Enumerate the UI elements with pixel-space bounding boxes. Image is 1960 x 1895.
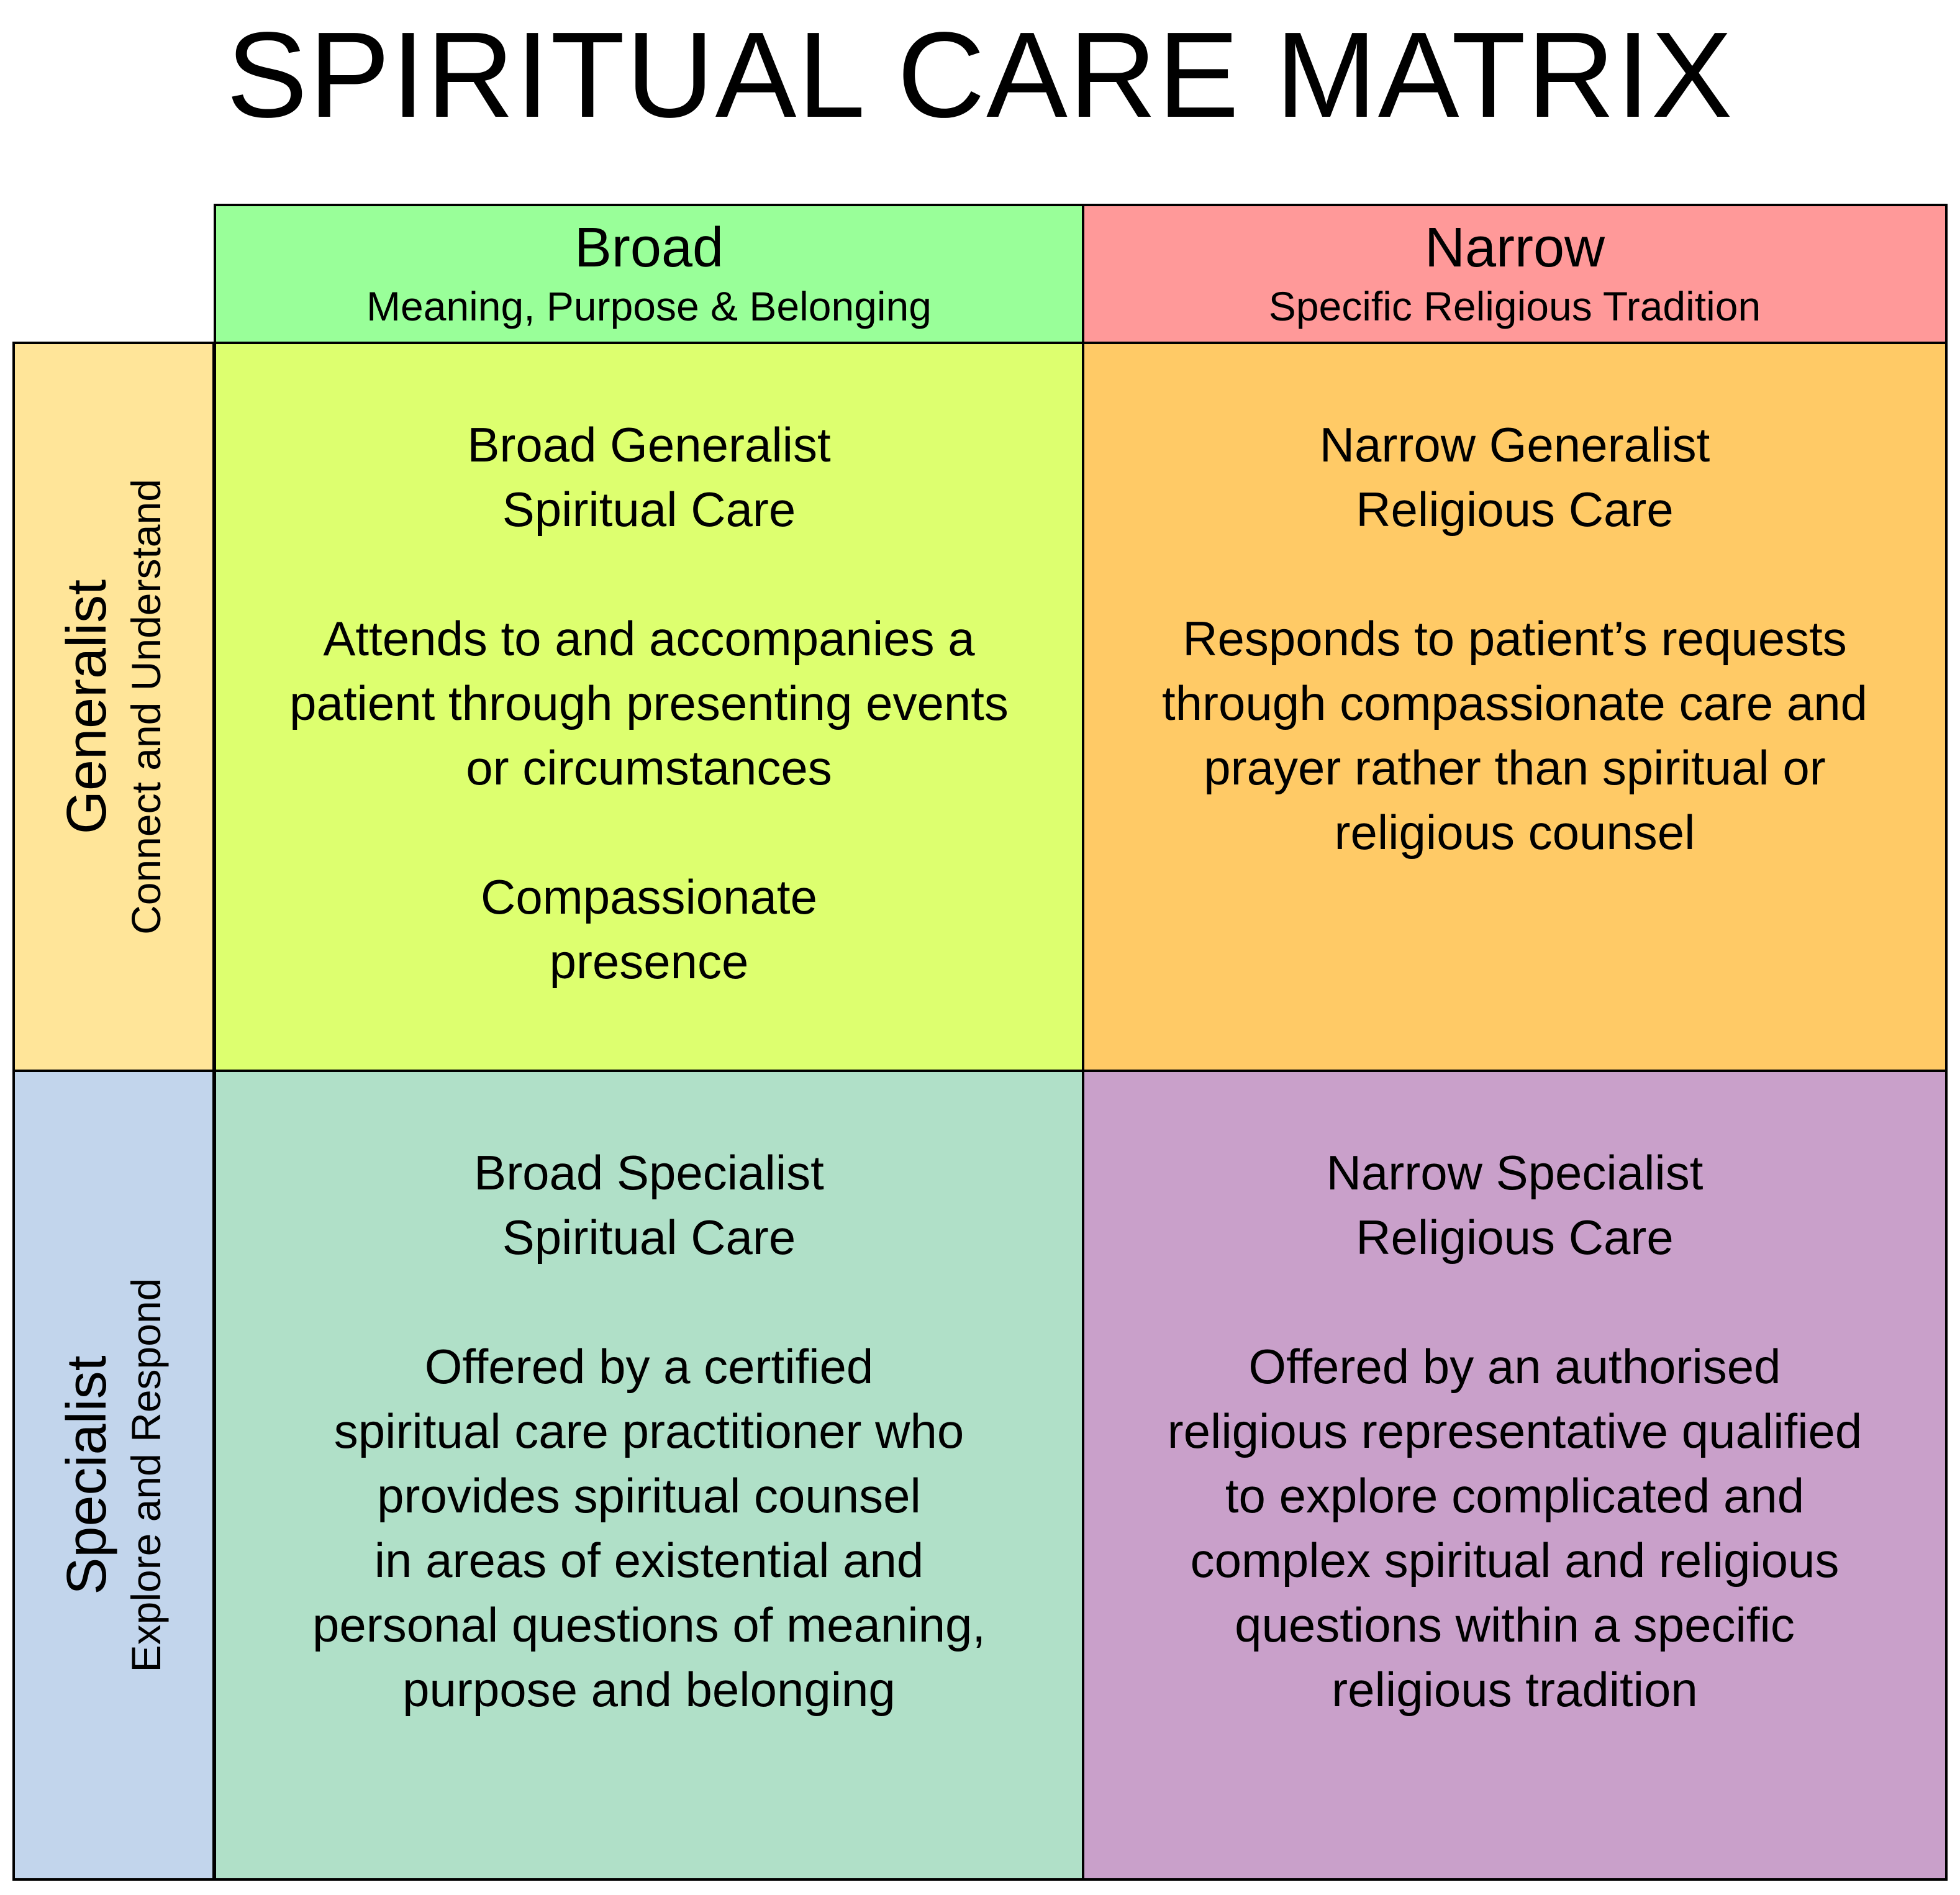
description-line: complex spiritual and religious [1190, 1533, 1840, 1588]
description-line: through compassionate care and [1161, 676, 1868, 730]
description-line: Attends to and accompanies a [323, 611, 975, 666]
quadrant-broad-specialist-title: Broad Specialist Spiritual Care [474, 1140, 824, 1270]
description-line: provides spiritual counsel [377, 1468, 921, 1523]
quadrant-narrow-generalist-title: Narrow Generalist Religious Care [1320, 412, 1710, 542]
column-header-narrow-subtitle: Specific Religious Tradition [1268, 283, 1761, 329]
quadrant-broad-specialist: Broad Specialist Spiritual Care Offered … [214, 1070, 1084, 1881]
quadrant-narrow-specialist-title: Narrow Specialist Religious Care [1327, 1140, 1704, 1270]
description-line: purpose and belonging [402, 1662, 896, 1717]
description-line: questions within a specific [1235, 1597, 1795, 1652]
description-line: religious tradition [1332, 1662, 1698, 1717]
row-header-specialist: Specialist Explore and Respond [12, 1070, 215, 1881]
column-header-broad-title: Broad [574, 217, 724, 279]
quadrant-title-line: Narrow Generalist [1319, 417, 1710, 472]
quadrant-broad-specialist-description: Offered by a certified spiritual care pr… [312, 1334, 986, 1722]
quadrant-broad-generalist-description: Attends to and accompanies a patient thr… [289, 606, 1009, 800]
quadrant-title-line: Religious Care [1356, 1210, 1674, 1265]
description-line: patient through presenting events [289, 676, 1009, 730]
quadrant-narrow-generalist-description: Responds to patient’s requests through c… [1162, 606, 1867, 865]
quadrant-broad-generalist: Broad Generalist Spiritual Care Attends … [214, 342, 1084, 1072]
quadrant-broad-generalist-note: Compassionate presence [481, 865, 817, 994]
quadrant-narrow-generalist: Narrow Generalist Religious Care Respond… [1082, 342, 1948, 1072]
quadrant-narrow-specialist-description: Offered by an authorised religious repre… [1168, 1334, 1862, 1722]
quadrant-title-line: Spiritual Care [502, 1210, 796, 1265]
diagram-title: SPIRITUAL CARE MATRIX [226, 6, 1734, 143]
row-header-generalist-title: Generalist [56, 579, 118, 835]
description-line: Offered by a certified [424, 1339, 874, 1394]
column-header-broad: Broad Meaning, Purpose & Belonging [214, 204, 1084, 344]
description-line: spiritual care practitioner who [333, 1404, 964, 1458]
quadrant-narrow-specialist: Narrow Specialist Religious Care Offered… [1082, 1070, 1948, 1881]
description-line: Offered by an authorised [1248, 1339, 1781, 1394]
column-header-narrow-title: Narrow [1424, 217, 1605, 279]
description-line: in areas of existential and [374, 1533, 924, 1588]
description-line: religious counsel [1334, 805, 1695, 860]
column-header-narrow: Narrow Specific Religious Tradition [1082, 204, 1948, 344]
note-line: Compassionate [481, 870, 817, 924]
description-line: personal questions of meaning, [312, 1597, 986, 1652]
description-line: to explore complicated and [1225, 1468, 1805, 1523]
column-header-broad-subtitle: Meaning, Purpose & Belonging [366, 283, 932, 329]
description-line: or circumstances [466, 740, 832, 795]
quadrant-title-line: Religious Care [1356, 482, 1674, 537]
description-line: prayer rather than spiritual or [1204, 740, 1826, 795]
description-line: Responds to patient’s requests [1182, 611, 1847, 666]
quadrant-title-line: Narrow Specialist [1326, 1145, 1704, 1200]
row-header-specialist-title: Specialist [56, 1355, 118, 1595]
row-header-specialist-subtitle: Explore and Respond [123, 1278, 169, 1673]
row-header-generalist-subtitle: Connect and Understand [123, 479, 169, 935]
description-line: religious representative qualified [1167, 1404, 1862, 1458]
note-line: presence [549, 934, 749, 989]
row-header-generalist: Generalist Connect and Understand [12, 342, 215, 1072]
quadrant-title-line: Spiritual Care [502, 482, 796, 537]
quadrant-broad-generalist-title: Broad Generalist Spiritual Care [467, 412, 830, 542]
quadrant-title-line: Broad Generalist [467, 417, 831, 472]
quadrant-title-line: Broad Specialist [474, 1145, 824, 1200]
